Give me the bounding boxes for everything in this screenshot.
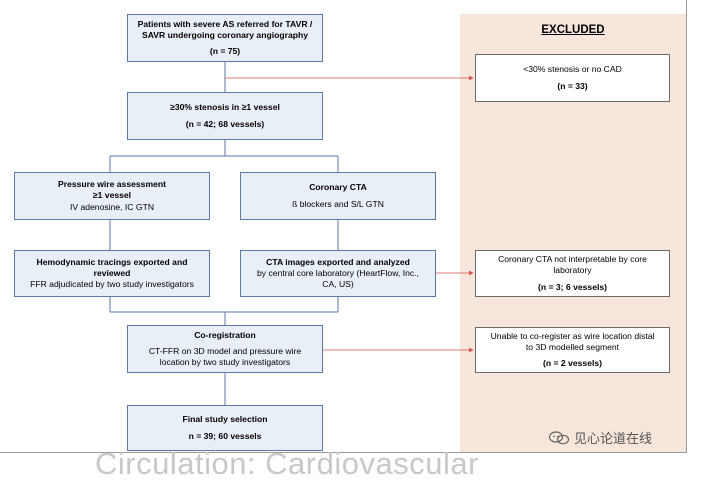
coronary-cta-line1: Coronary CTA [309, 182, 367, 193]
box-coronary-cta: Coronary CTA ß blockers and S/L GTN [240, 172, 436, 220]
excl-no-cad-line1: <30% stenosis or no CAD [523, 64, 622, 75]
box-excluded-coreg: Unable to co-register as wire location d… [475, 327, 670, 373]
box-cta-images: CTA images exported and analyzed by cent… [240, 250, 436, 297]
excl-coreg-count: (n = 2 vessels) [543, 358, 602, 369]
cta-images-line3: CA, US) [322, 279, 354, 290]
stenosis-count: (n = 42; 68 vessels) [185, 118, 265, 129]
excl-cta-line1: Coronary CTA not interpretable by core [498, 254, 647, 265]
cta-images-line1: CTA images exported and analyzed [266, 256, 410, 267]
excl-coreg-line2: to 3D modelled segment [525, 341, 620, 352]
watermark: 见心论道在线 [548, 428, 652, 447]
box-excluded-no-cad: <30% stenosis or no CAD (n = 33) [475, 54, 670, 102]
cta-images-line2: by central core laboratory (HeartFlow, I… [257, 267, 419, 278]
final-count: n = 39; 60 vessels [188, 430, 262, 441]
enrolled-line2: SAVR undergoing coronary angiography [142, 29, 308, 40]
excluded-header: EXCLUDED [541, 24, 605, 36]
box-coregistration: Co-registration CT-FFR on 3D model and p… [127, 325, 323, 373]
box-final: Final study selection n = 39; 60 vessels [127, 405, 323, 451]
excl-coreg-line1: Unable to co-register as wire location d… [490, 330, 655, 341]
excl-cta-count: (n = 3; 6 vessels) [537, 281, 608, 292]
journal-name-fragment: Circulation: Cardiovascular [95, 446, 479, 481]
coronary-cta-line2: ß blockers and S/L GTN [292, 198, 384, 209]
coregistration-line3: location by two study investigators [159, 357, 291, 368]
pressure-wire-line2: ≥1 vessel [92, 190, 132, 201]
final-line1: Final study selection [182, 414, 268, 425]
enrolled-line1: Patients with severe AS referred for TAV… [137, 18, 313, 29]
pressure-wire-line3: IV adenosine, IC GTN [69, 201, 155, 212]
box-excluded-cta: Coronary CTA not interpretable by core l… [475, 250, 670, 297]
coregistration-line2: CT-FFR on 3D model and pressure wire [148, 345, 302, 356]
hemodynamic-line3: FFR adjudicated by two study investigato… [30, 279, 194, 290]
coregistration-line1: Co-registration [194, 329, 256, 340]
connector-lines [109, 62, 474, 405]
figure-frame [0, 0, 687, 453]
excl-cta-line2: laboratory [553, 265, 592, 276]
enrolled-count: (n = 75) [209, 46, 241, 57]
box-enrolled: Patients with severe AS referred for TAV… [127, 14, 323, 62]
box-hemodynamic: Hemodynamic tracings exported and review… [14, 250, 210, 297]
pressure-wire-line1: Pressure wire assessment [58, 179, 166, 190]
hemodynamic-line2: reviewed [93, 267, 131, 278]
excl-no-cad-count: (n = 33) [557, 80, 588, 91]
box-stenosis: ≥30% stenosis in ≥1 vessel (n = 42; 68 v… [127, 92, 323, 140]
hemodynamic-line1: Hemodynamic tracings exported and [36, 256, 188, 267]
box-pressure-wire: Pressure wire assessment ≥1 vessel IV ad… [14, 172, 210, 220]
stenosis-line1: ≥30% stenosis in ≥1 vessel [170, 102, 280, 113]
watermark-text: 见心论道在线 [574, 432, 653, 447]
chat-bubbles-icon [548, 430, 570, 444]
